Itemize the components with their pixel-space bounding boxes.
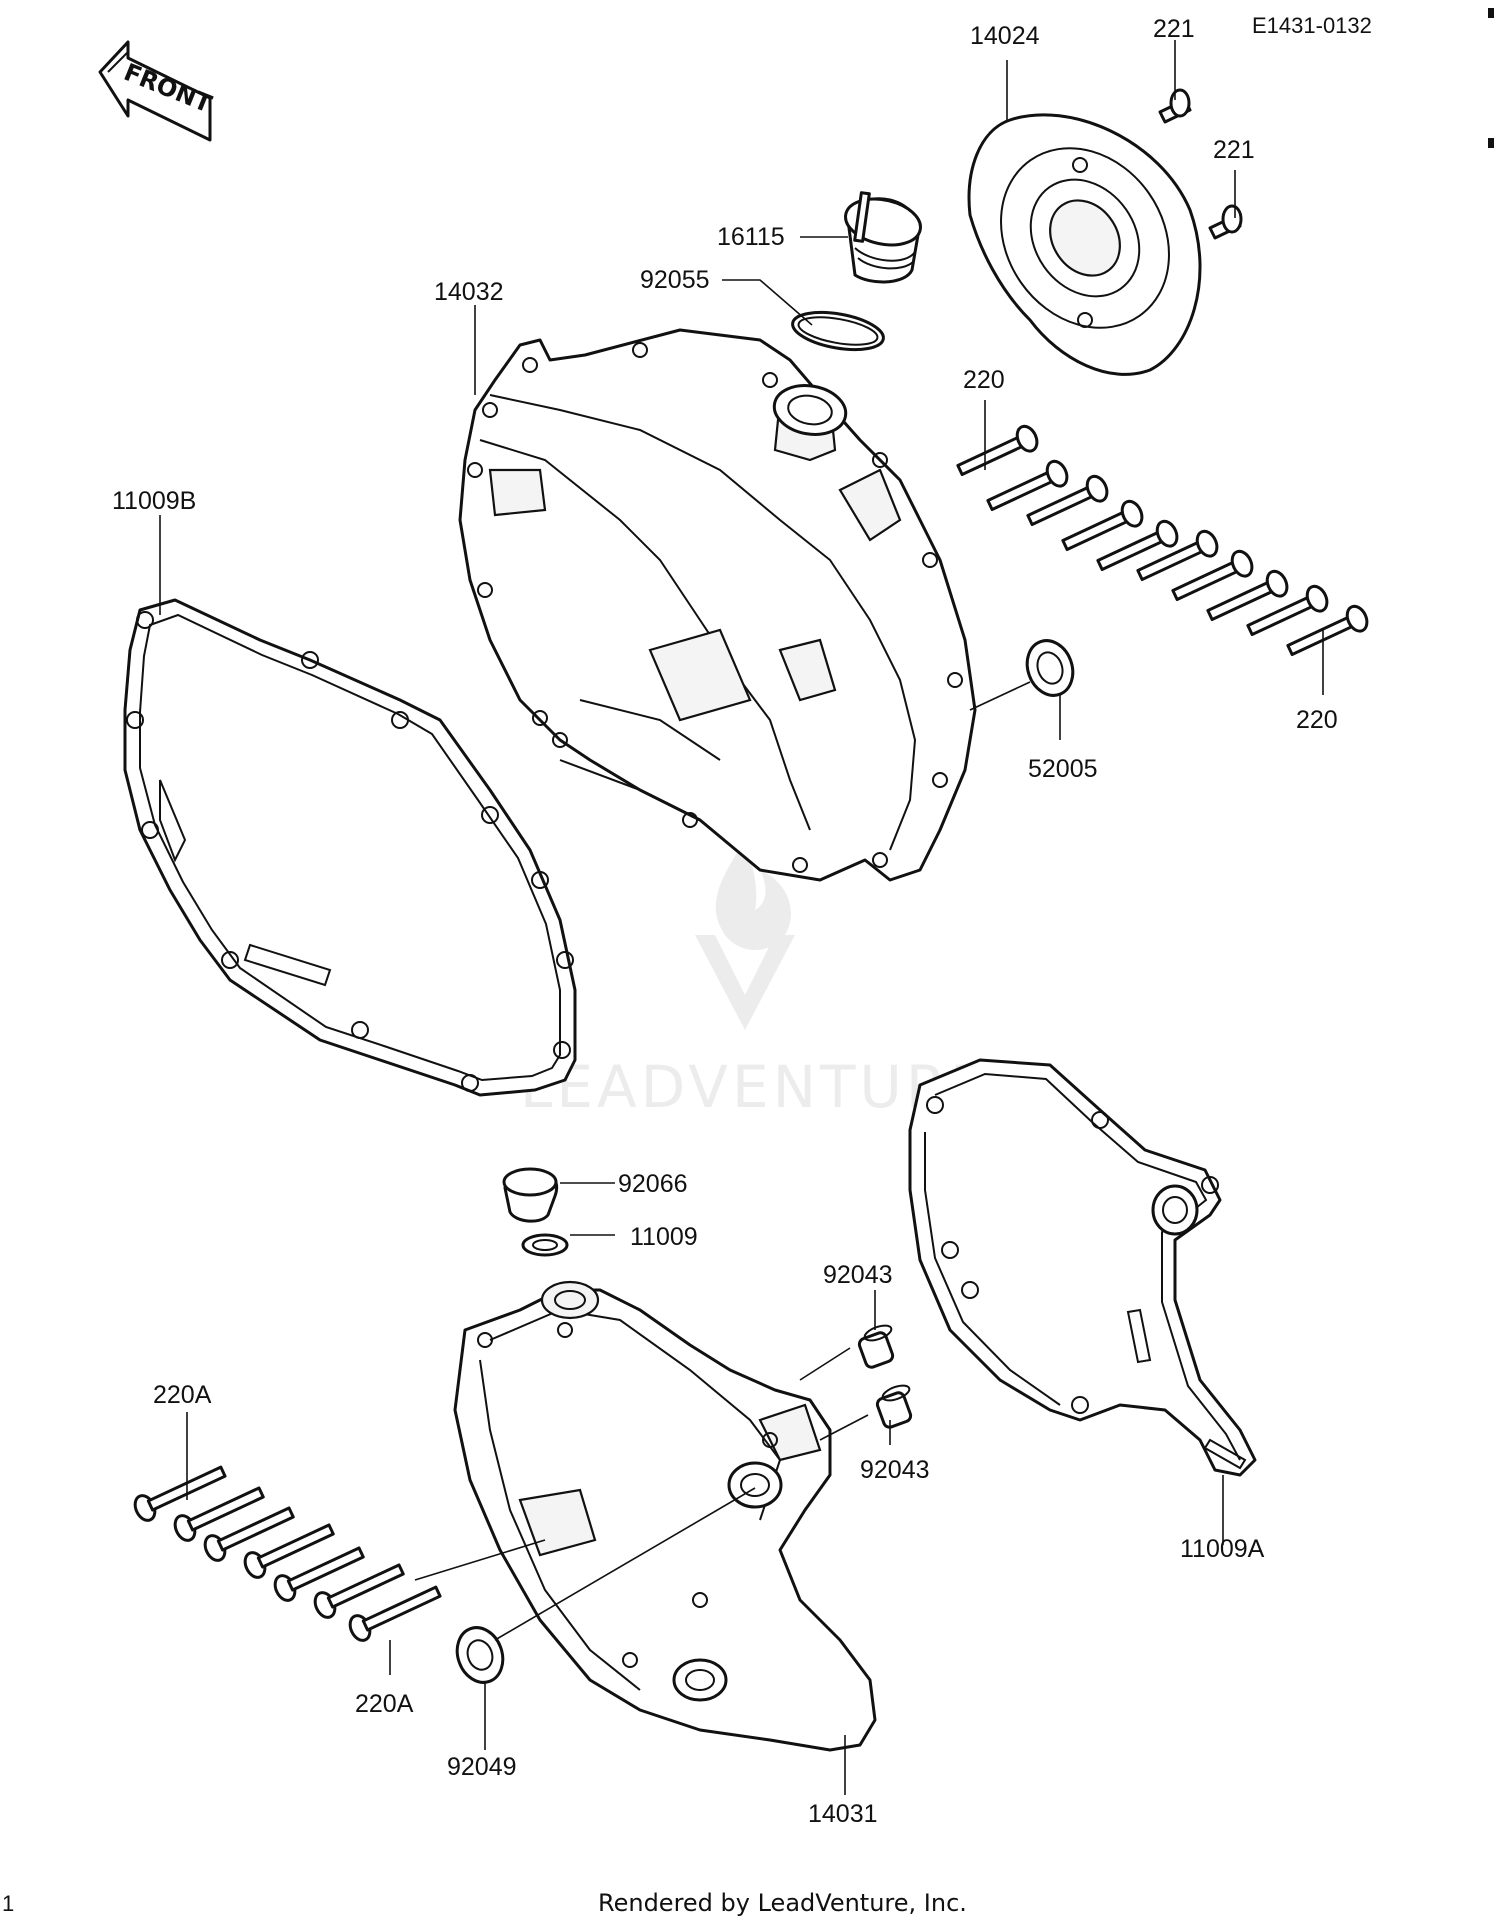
- callout-14032: 14032: [434, 278, 504, 306]
- cover-plate-14024: [967, 113, 1202, 376]
- callout-220A-bot: 220A: [355, 1690, 414, 1718]
- callout-221-mid: 221: [1213, 136, 1255, 164]
- bolt-set-220: [956, 424, 1369, 657]
- callout-92049: 92049: [447, 1753, 517, 1781]
- leader-lines: [159, 40, 1324, 1795]
- footer-credit: Rendered by LeadVenture, Inc.: [598, 1889, 967, 1917]
- page-mark: 1: [2, 1891, 14, 1916]
- callout-11009B: 11009B: [112, 487, 196, 515]
- cover-14031: [453, 1280, 877, 1752]
- callout-92055: 92055: [640, 266, 710, 294]
- callout-221-top: 221: [1153, 15, 1195, 43]
- corner-mark: [1488, 138, 1494, 148]
- seal-92049: [455, 1626, 505, 1684]
- callout-11009: 11009: [630, 1223, 698, 1251]
- callout-220A-top: 220A: [153, 1381, 212, 1409]
- watermark-logo: LEADVENTURE: [520, 840, 991, 1121]
- callouts: 14024 221 221 16115 92055 14032 220 220 …: [112, 15, 1338, 1828]
- gasket-11009B: [123, 598, 577, 1097]
- callout-52005: 52005: [1028, 755, 1098, 783]
- clutch-cover-14032: [458, 328, 977, 882]
- filler-cap-16115: [844, 191, 922, 284]
- watermark-text: LEADVENTURE: [520, 1053, 991, 1121]
- callout-14031: 14031: [808, 1800, 878, 1828]
- callout-92043-top: 92043: [823, 1261, 893, 1289]
- callout-92043-bot: 92043: [860, 1456, 930, 1484]
- callout-16115: 16115: [717, 223, 785, 251]
- screw-221-mid: [1208, 204, 1243, 240]
- dowel-92043-bot: [875, 1384, 913, 1429]
- washer-11009: [521, 1233, 569, 1257]
- o-ring-92055: [791, 310, 885, 352]
- callout-220-bot: 220: [1296, 706, 1338, 734]
- plug-92066: [502, 1167, 559, 1223]
- front-arrow-icon: FRONT: [98, 40, 216, 142]
- callout-11009A: 11009A: [1180, 1535, 1265, 1563]
- seal-52005: [1025, 639, 1075, 697]
- diagram-code: E1431-0132: [1252, 13, 1372, 38]
- callout-14024: 14024: [970, 22, 1040, 50]
- corner-mark: [1488, 8, 1494, 18]
- gasket-11009A: [908, 1058, 1257, 1477]
- callout-92066: 92066: [618, 1170, 688, 1198]
- bolt-set-220A: [133, 1465, 442, 1642]
- dowel-92043-top: [857, 1324, 895, 1369]
- callout-220-top: 220: [963, 366, 1005, 394]
